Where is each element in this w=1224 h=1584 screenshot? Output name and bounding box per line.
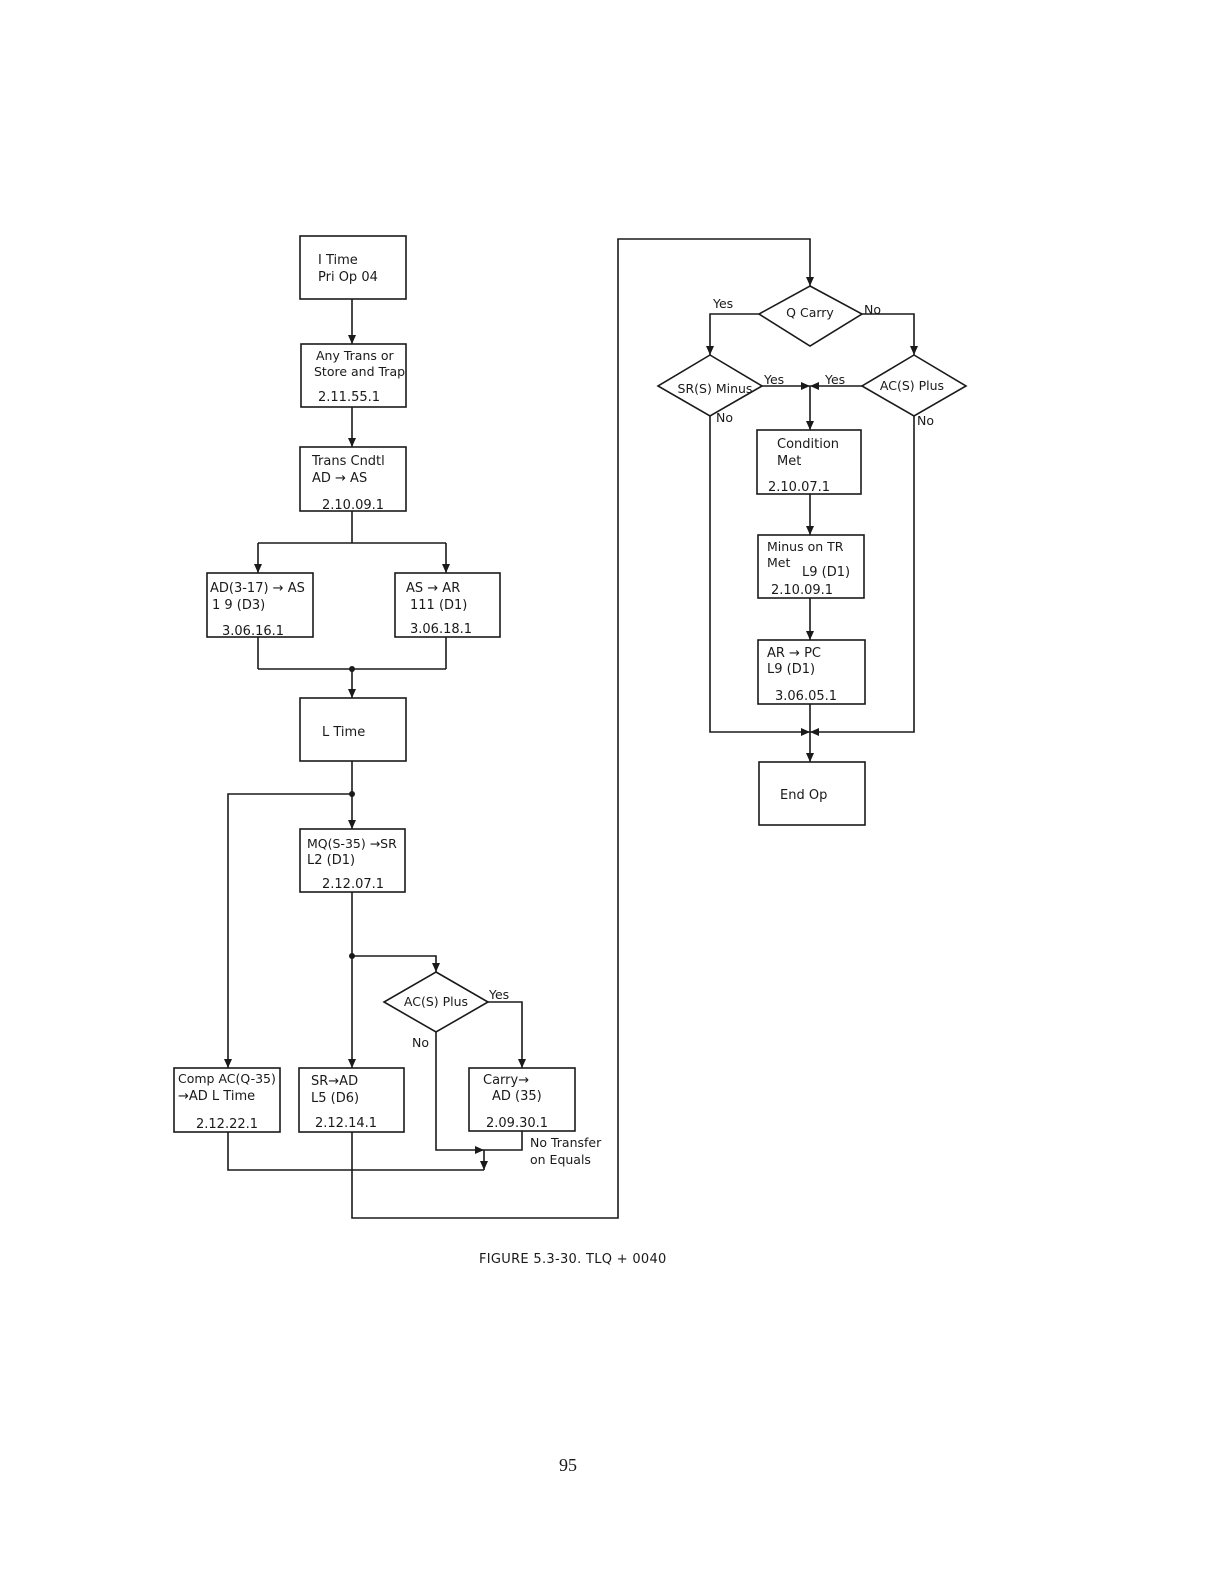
decision-q-carry: Q Carry bbox=[757, 285, 864, 347]
svg-text:L9 (D1): L9 (D1) bbox=[767, 662, 815, 677]
svg-text:Store and Trap: Store and Trap bbox=[314, 364, 405, 379]
figure-caption: FIGURE 5.3-30. TLQ + 0040 bbox=[479, 1252, 667, 1267]
junction-dots bbox=[349, 666, 355, 959]
svg-text:Carry→: Carry→ bbox=[483, 1073, 529, 1088]
label-yes-sr-minus: Yes bbox=[763, 372, 784, 387]
svg-text:L Time: L Time bbox=[322, 725, 365, 740]
svg-text:2.12.14.1: 2.12.14.1 bbox=[315, 1116, 377, 1131]
box-ar-pc: AR → PC L9 (D1) 3.06.05.1 bbox=[757, 639, 866, 705]
decision-sr-minus: SR(S) Minus bbox=[656, 354, 764, 417]
svg-text:Trans Cndtl: Trans Cndtl bbox=[311, 454, 385, 469]
box-end-op: End Op bbox=[758, 761, 866, 826]
svg-text:Met: Met bbox=[777, 454, 801, 469]
svg-text:2.10.09.1: 2.10.09.1 bbox=[322, 498, 384, 513]
svg-text:1 9 (D3): 1 9 (D3) bbox=[212, 598, 265, 613]
box-sr-ad: SR→AD L5 (D6) 2.12.14.1 bbox=[298, 1067, 405, 1133]
box-condition-met: Condition Met 2.10.07.1 bbox=[756, 429, 862, 495]
label-no-q-carry: No bbox=[864, 302, 881, 317]
svg-text:SR→AD: SR→AD bbox=[311, 1074, 358, 1089]
svg-text:111 (D1): 111 (D1) bbox=[410, 598, 467, 613]
svg-text:2.12.22.1: 2.12.22.1 bbox=[196, 1117, 258, 1132]
svg-text:AD (35): AD (35) bbox=[492, 1089, 542, 1104]
svg-text:AC(S) Plus: AC(S) Plus bbox=[880, 378, 944, 393]
svg-text:2.10.09.1: 2.10.09.1 bbox=[771, 583, 833, 598]
box-trans-cndtl: Trans Cndtl AD → AS 2.10.09.1 bbox=[299, 446, 407, 513]
svg-text:3.06.18.1: 3.06.18.1 bbox=[410, 622, 472, 637]
svg-text:AD → AS: AD → AS bbox=[312, 471, 367, 486]
box-minus-on-tr: Minus on TR Met L9 (D1) 2.10.09.1 bbox=[757, 534, 865, 599]
svg-text:I Time: I Time bbox=[318, 253, 358, 268]
label-no-ac-right: No bbox=[917, 413, 934, 428]
box-any-trans: Any Trans or Store and Trap 2.11.55.1 bbox=[300, 343, 407, 408]
svg-text:Any Trans or: Any Trans or bbox=[316, 348, 394, 363]
svg-text:L9 (D1): L9 (D1) bbox=[802, 565, 850, 580]
svg-text:Q Carry: Q Carry bbox=[786, 305, 834, 320]
label-no-ac-left: No bbox=[412, 1035, 429, 1050]
label-yes-ac-left: Yes bbox=[488, 987, 509, 1002]
label-yes-ac-right: Yes bbox=[824, 372, 845, 387]
svg-text:3.06.05.1: 3.06.05.1 bbox=[775, 689, 837, 704]
svg-text:2.10.07.1: 2.10.07.1 bbox=[768, 480, 830, 495]
svg-text:3.06.16.1: 3.06.16.1 bbox=[222, 624, 284, 639]
svg-text:2.09.30.1: 2.09.30.1 bbox=[486, 1116, 548, 1131]
svg-text:Met: Met bbox=[767, 555, 790, 570]
label-no-transfer-2: on Equals bbox=[530, 1152, 591, 1167]
svg-text:MQ(S-35) →SR: MQ(S-35) →SR bbox=[307, 836, 397, 851]
svg-text:→AD L Time: →AD L Time bbox=[178, 1089, 255, 1104]
svg-text:Condition: Condition bbox=[777, 437, 839, 452]
label-no-transfer-1: No Transfer bbox=[530, 1135, 602, 1150]
svg-text:SR(S) Minus: SR(S) Minus bbox=[678, 381, 753, 396]
svg-text:AR → PC: AR → PC bbox=[767, 646, 821, 661]
svg-text:End Op: End Op bbox=[780, 788, 827, 803]
box-carry-ad: Carry→ AD (35) 2.09.30.1 bbox=[468, 1067, 576, 1132]
edge-labels: Yes No No Transfer on Equals Yes No Yes … bbox=[412, 296, 934, 1167]
svg-text:Pri Op 04: Pri Op 04 bbox=[318, 270, 378, 285]
box-ad-as: AD(3-17) → AS 1 9 (D3) 3.06.16.1 bbox=[206, 572, 314, 639]
svg-text:Minus on TR: Minus on TR bbox=[767, 539, 844, 554]
decision-ac-plus-left: AC(S) Plus bbox=[382, 971, 490, 1033]
decision-ac-plus-right: AC(S) Plus bbox=[860, 354, 968, 417]
svg-text:L5 (D6): L5 (D6) bbox=[311, 1091, 359, 1106]
box-comp-ac: Comp AC(Q-35) →AD L Time 2.12.22.1 bbox=[173, 1067, 281, 1133]
svg-text:2.12.07.1: 2.12.07.1 bbox=[322, 877, 384, 892]
svg-text:AD(3-17) → AS: AD(3-17) → AS bbox=[210, 581, 305, 596]
svg-text:L2 (D1): L2 (D1) bbox=[307, 853, 355, 868]
box-i-time: I Time Pri Op 04 bbox=[299, 235, 407, 300]
label-no-sr-minus: No bbox=[716, 410, 733, 425]
box-mq-sr: MQ(S-35) →SR L2 (D1) 2.12.07.1 bbox=[299, 828, 406, 893]
arrowheads bbox=[224, 277, 918, 1170]
box-l-time: L Time bbox=[299, 697, 407, 762]
svg-text:2.11.55.1: 2.11.55.1 bbox=[318, 390, 380, 405]
box-as-ar: AS → AR 111 (D1) 3.06.18.1 bbox=[394, 572, 501, 638]
svg-text:AC(S) Plus: AC(S) Plus bbox=[404, 994, 468, 1009]
svg-text:AS → AR: AS → AR bbox=[406, 581, 460, 596]
connectors-right bbox=[709, 313, 915, 762]
page-number: 95 bbox=[559, 1455, 577, 1475]
svg-text:Comp AC(Q-35): Comp AC(Q-35) bbox=[178, 1071, 276, 1086]
label-yes-q-carry: Yes bbox=[712, 296, 733, 311]
